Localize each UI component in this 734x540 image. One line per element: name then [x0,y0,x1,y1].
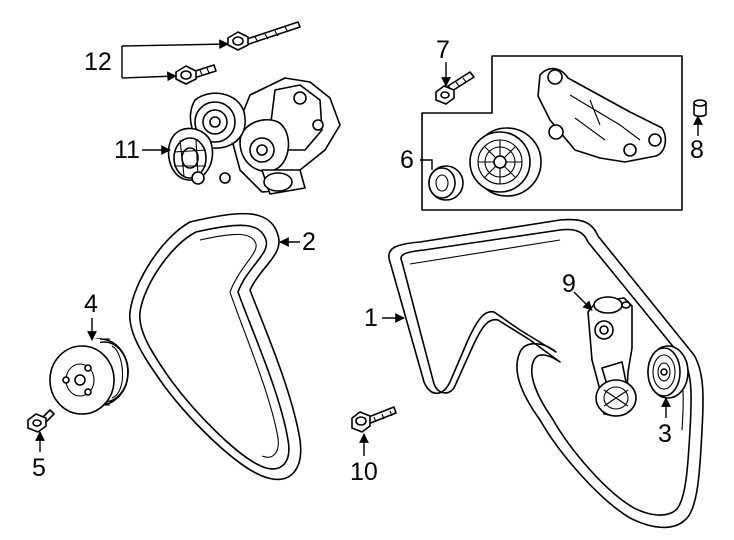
callout-9: 9 [562,270,576,298]
belt-1[interactable] [388,218,704,529]
callout-10: 10 [350,458,378,486]
callout-2: 2 [302,228,316,256]
leader-lines [35,39,703,456]
idler-pulley-3[interactable] [647,345,689,399]
callout-12: 12 [84,48,112,76]
callout-11: 11 [114,136,140,164]
bolt-10[interactable] [351,406,397,433]
callout-8: 8 [690,136,704,164]
callout-6: 6 [400,146,414,174]
bolt-short-12[interactable] [175,64,217,85]
belt-2[interactable] [129,212,302,481]
tensioner-mount-bracket[interactable] [537,67,667,163]
tensioner-bracket-outline [421,55,683,211]
bolt-7[interactable] [435,71,475,105]
belt-tensioner-9[interactable] [587,296,637,417]
callout-3: 3 [658,420,672,448]
pulley-cap-6[interactable] [428,165,464,201]
water-pump-assembly[interactable] [167,77,341,195]
callout-7: 7 [436,36,450,64]
callout-1: 1 [364,304,378,332]
callout-4: 4 [84,290,98,318]
bolt-5[interactable] [27,409,55,433]
callout-5: 5 [32,454,46,482]
crank-pulley-4[interactable] [49,338,129,415]
plug-8[interactable] [693,99,707,118]
idler-pulley-6[interactable] [469,127,542,197]
bolt-long[interactable] [227,21,301,51]
